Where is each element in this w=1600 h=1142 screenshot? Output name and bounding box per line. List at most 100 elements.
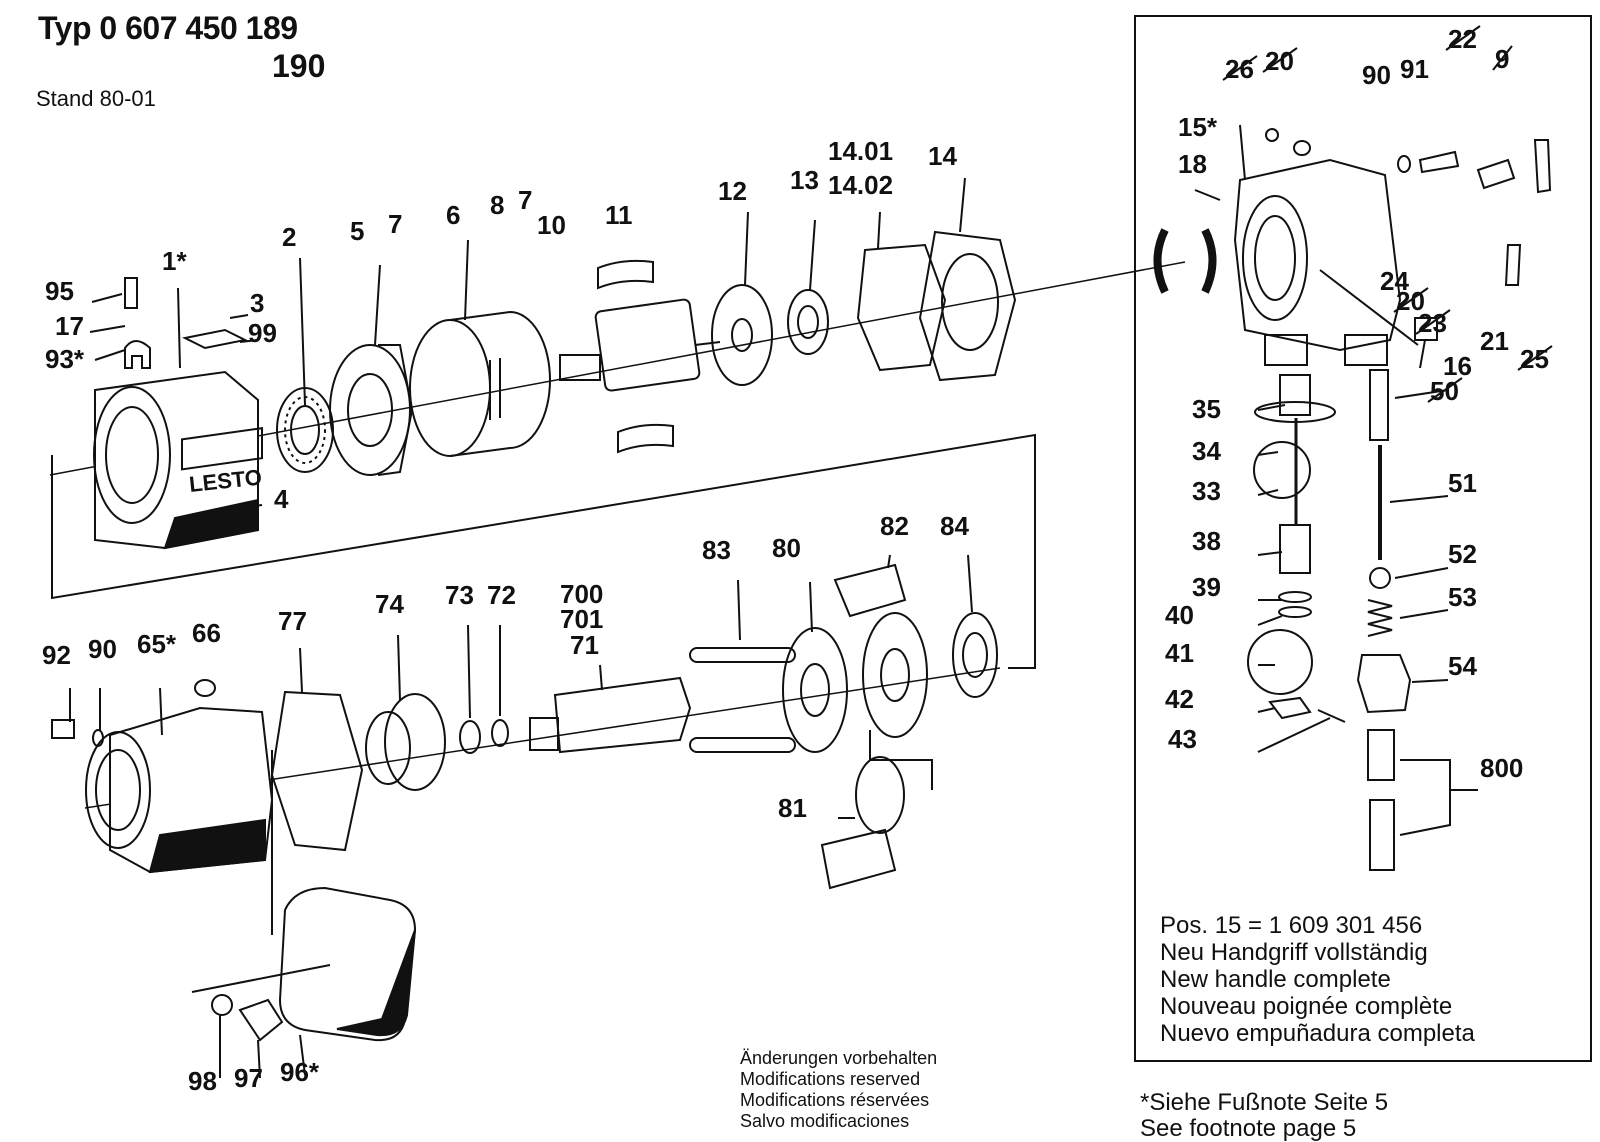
part-label: 2 xyxy=(282,222,296,252)
plate-part-99 xyxy=(181,328,249,350)
part-label: 38 xyxy=(1192,526,1221,556)
nipple-part-54 xyxy=(1356,654,1412,714)
part-label: 33 xyxy=(1192,476,1221,506)
part-26 xyxy=(1265,128,1279,142)
revision-date: Stand 80-01 xyxy=(36,86,156,111)
inset-note-line: New handle complete xyxy=(1160,966,1391,993)
part-label: 52 xyxy=(1448,539,1477,569)
valve-tube-50 xyxy=(1369,369,1389,441)
hammer-cage-80 xyxy=(782,612,928,753)
anvil-71 xyxy=(529,676,692,754)
strike-mark xyxy=(1427,377,1463,403)
footnote-line: *Siehe Fußnote Seite 5 xyxy=(1140,1089,1389,1116)
screw-part-95 xyxy=(124,277,138,309)
modifications-notice: Änderungen vorbehalten Modifications res… xyxy=(740,1048,937,1132)
strike-mark xyxy=(1492,45,1513,71)
part-label: 95 xyxy=(45,276,74,306)
part-label: 5 xyxy=(350,216,364,246)
screw-part-92 xyxy=(51,719,75,739)
washer-part-90 xyxy=(92,729,104,747)
part-label: 72 xyxy=(487,580,516,610)
part-label: 41 xyxy=(1165,638,1194,668)
fitting-part-800b xyxy=(1369,799,1395,871)
part-label: 34 xyxy=(1192,436,1221,466)
hammer-part-82 xyxy=(833,563,907,618)
strike-mark xyxy=(1517,345,1553,371)
part-label: 42 xyxy=(1165,684,1194,714)
part-label: 8 xyxy=(490,190,504,220)
front-housing-65 xyxy=(85,706,274,874)
part-label: 90 xyxy=(88,634,117,664)
gasket-14-01 xyxy=(856,243,947,372)
inset-note-line: Neu Handgriff vollständig xyxy=(1160,939,1428,966)
ring-part-72 xyxy=(491,719,509,747)
part-label: 21 xyxy=(1480,326,1509,356)
part-label: 53 xyxy=(1448,582,1477,612)
bushing-74 xyxy=(365,693,446,791)
part-label: 16 xyxy=(1443,351,1472,381)
inset-note: Pos. 15 = 1 609 301 456 Neu Handgriff vo… xyxy=(1160,912,1475,1047)
part-22 xyxy=(1476,158,1516,190)
modifications-line: Modifications reserved xyxy=(740,1069,921,1089)
strike-mark xyxy=(1262,47,1298,73)
handle-housing-15 xyxy=(1233,158,1402,366)
part-label: 81 xyxy=(778,793,807,823)
part-label: 66 xyxy=(192,618,221,648)
strike-mark xyxy=(1393,287,1429,313)
ring-part-39 xyxy=(1278,591,1312,603)
part-number-title: Typ 0 607 450 189 xyxy=(38,10,298,46)
valve-part-42 xyxy=(1268,696,1312,720)
part-label: 800 xyxy=(1480,753,1523,783)
part-20 xyxy=(1293,140,1311,156)
clamp-part-93 xyxy=(124,340,151,369)
footnote-line: See footnote page 5 xyxy=(1140,1115,1357,1142)
part-label: 18 xyxy=(1178,149,1207,179)
hammer-part-81 xyxy=(855,756,905,834)
part-label: 24 xyxy=(1380,266,1409,296)
part-label: 54 xyxy=(1448,651,1477,681)
part-label: 7 xyxy=(518,185,532,215)
part-label: 15* xyxy=(1178,112,1218,142)
modifications-line: Modifications réservées xyxy=(740,1090,930,1110)
part-label: 80 xyxy=(772,533,801,563)
part-label: 1* xyxy=(162,246,187,276)
end-plate-12 xyxy=(711,284,773,386)
part-label: 71 xyxy=(570,630,599,660)
part-label: 12 xyxy=(718,176,747,206)
ball-bearing-13 xyxy=(787,289,829,355)
part-label: 73 xyxy=(445,580,474,610)
part-label: 10 xyxy=(537,210,566,240)
part-label: 97 xyxy=(234,1063,263,1093)
part-label: 7 xyxy=(388,209,402,239)
valve-part-38 xyxy=(1279,524,1311,574)
footnote: *Siehe Fußnote Seite 5 See footnote page… xyxy=(1140,1090,1388,1142)
part-label: 40 xyxy=(1165,600,1194,630)
part-label: 43 xyxy=(1168,724,1197,754)
strike-mark xyxy=(1445,25,1481,51)
part-label: 3 xyxy=(250,288,264,318)
gasket-14-hole xyxy=(941,253,999,351)
part-label: 700 xyxy=(560,579,603,609)
pin-part-83-bottom xyxy=(689,737,796,753)
ball-part-52 xyxy=(1369,567,1391,589)
inset-note-line: Pos. 15 = 1 609 301 456 xyxy=(1160,912,1423,939)
cylinder-6 xyxy=(409,310,551,457)
part-label: 98 xyxy=(188,1066,217,1096)
pin-part-83-top xyxy=(689,647,796,663)
part-label: 77 xyxy=(278,606,307,636)
rotor-11 xyxy=(559,259,721,454)
part-9 xyxy=(1533,139,1552,194)
assembly-bracket xyxy=(51,433,1036,669)
screw-part-91 xyxy=(1418,150,1460,174)
part-label: 17 xyxy=(55,311,84,341)
part-label: 51 xyxy=(1448,468,1477,498)
part-label: 82 xyxy=(880,511,909,541)
part-number-variant: 190 xyxy=(272,48,326,84)
part-label: 35 xyxy=(1192,394,1221,424)
strike-mark xyxy=(1415,309,1451,335)
valve-bush-35 xyxy=(1279,374,1311,416)
part-label: 14 xyxy=(928,141,957,171)
pin-part-43 xyxy=(1317,709,1346,723)
detail-circle-41 xyxy=(1247,629,1313,695)
